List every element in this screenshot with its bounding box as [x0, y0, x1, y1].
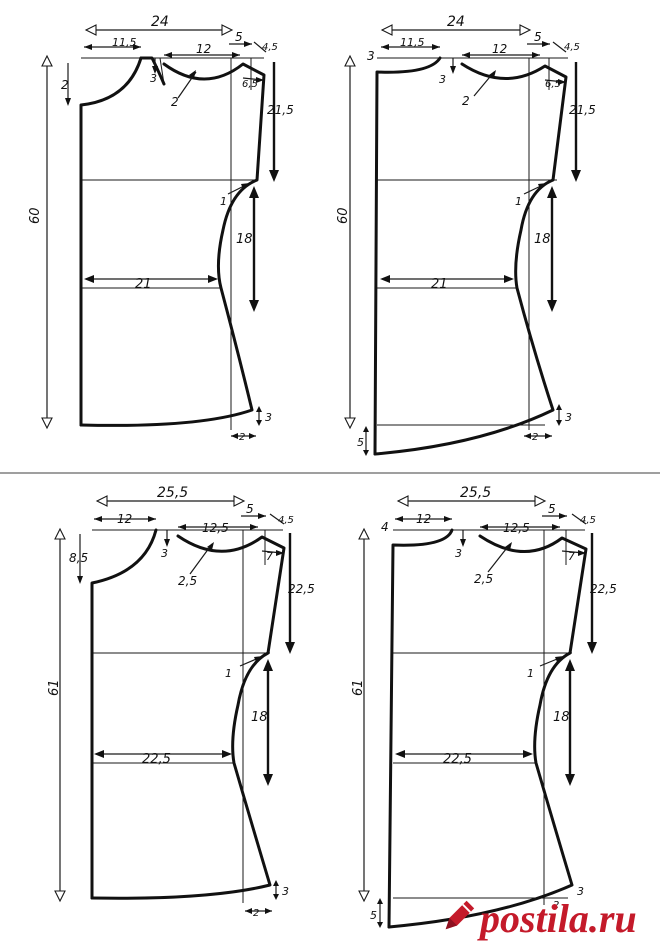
label-curve-depth: 3	[161, 547, 168, 560]
label-curve-depth: 3	[439, 73, 446, 86]
label-hem-rise: 3	[565, 411, 572, 424]
label-dart-depth: 2,5	[474, 572, 493, 586]
label-armhole-dart: 1	[220, 195, 227, 208]
label-shoulder-rise: 4,5	[278, 515, 294, 526]
label-armhole-height: 22,5	[590, 582, 617, 596]
label-curve-depth: 3	[150, 72, 157, 85]
label-armhole-height: 21,5	[569, 103, 596, 117]
label-neck-width: 12	[117, 512, 132, 526]
construction-lines	[92, 529, 283, 903]
label-shoulder-ext: 5	[246, 502, 254, 516]
label-shoulder-small: 6,5	[545, 79, 561, 90]
dimension-arrows	[344, 24, 581, 456]
dimension-labels: 24 11,5 2 3 12 2 5 4,5 6,5 21,5 1 18 21 …	[28, 14, 294, 443]
label-length: 60	[336, 207, 351, 224]
pattern-panel-bottom-right: 25,5 4 12 3 12,5 2,5 5 4,5 7 22,5 1 18 2…	[351, 485, 617, 929]
label-dart: 12	[492, 42, 507, 56]
label-shoulder-small: 6,5	[242, 79, 258, 90]
watermark: postila.ru	[444, 896, 637, 941]
dimension-arrows	[358, 495, 597, 928]
label-neck-drop: 3	[367, 49, 375, 63]
label-neck-depth: 8,5	[69, 551, 88, 565]
label-neck-width: 11,5	[112, 36, 137, 49]
label-shoulder-rise: 4,5	[262, 42, 278, 53]
label-armhole-dart: 1	[515, 195, 522, 208]
label-dart: 12,5	[503, 521, 530, 535]
label-armhole-dart: 1	[527, 667, 534, 680]
dimension-labels: 25,5 4 12 3 12,5 2,5 5 4,5 7 22,5 1 18 2…	[351, 485, 617, 922]
label-neck-width: 11,5	[400, 36, 425, 49]
label-shoulder-ext: 5	[534, 30, 542, 44]
label-shoulder-ext: 5	[548, 502, 556, 516]
label-shoulder-ext: 5	[235, 30, 243, 44]
label-hem-rise: 3	[577, 885, 584, 898]
label-neck-drop: 4	[381, 520, 389, 534]
label-length: 61	[351, 679, 366, 696]
label-neck-width: 12	[416, 512, 431, 526]
label-width-top: 25,5	[460, 485, 491, 501]
label-shoulder-small: 7	[266, 550, 273, 563]
label-neck-depth: 2	[61, 78, 69, 92]
construction-lines	[393, 529, 585, 905]
dimension-labels: 24 3 11,5 3 12 2 5 4,5 6,5 21,5 1 18 21 …	[336, 14, 596, 449]
construction-lines	[81, 57, 264, 430]
label-length: 60	[28, 207, 43, 224]
garment-outline	[373, 56, 568, 456]
label-dart-depth: 2	[462, 94, 470, 108]
label-width-top: 24	[151, 14, 169, 30]
garment-outline	[90, 528, 286, 900]
label-shoulder-small: 7	[568, 550, 575, 563]
label-hem-rise: 3	[282, 885, 289, 898]
label-hem-rise: 3	[265, 411, 272, 424]
label-length: 61	[47, 679, 62, 696]
label-armhole-dart: 1	[225, 667, 232, 680]
label-dart-depth: 2,5	[178, 574, 197, 588]
garment-outline	[79, 56, 266, 427]
dimension-arrows	[54, 495, 295, 914]
label-hem-drop: 5	[370, 909, 377, 922]
label-hem-offset: 2	[532, 432, 538, 443]
label-dart: 12	[196, 42, 211, 56]
dimension-arrows	[41, 24, 279, 439]
label-dart: 12,5	[202, 521, 229, 535]
label-armhole-height: 21,5	[267, 103, 294, 117]
label-hem-offset: 2	[239, 432, 245, 443]
label-hem-offset: 2	[553, 900, 559, 911]
label-hem-drop: 5	[357, 436, 364, 449]
label-curve-depth: 3	[455, 547, 462, 560]
pattern-panel-top-left: 24 11,5 2 3 12 2 5 4,5 6,5 21,5 1 18 21 …	[28, 14, 294, 443]
label-shoulder-rise: 4,5	[564, 42, 580, 53]
pattern-panel-top-right: 24 3 11,5 3 12 2 5 4,5 6,5 21,5 1 18 21 …	[336, 14, 596, 456]
label-waist: 21	[135, 277, 152, 292]
label-shoulder-rise: 4,5	[580, 515, 596, 526]
label-armhole-height: 22,5	[288, 582, 315, 596]
label-side-length: 18	[534, 232, 551, 247]
watermark-text: postila.ru	[477, 896, 637, 941]
label-dart-depth: 2	[171, 95, 179, 109]
label-waist: 21	[431, 277, 448, 292]
label-width-top: 24	[447, 14, 465, 30]
label-width-top: 25,5	[157, 485, 188, 501]
label-hem-offset: 2	[253, 908, 259, 919]
label-side-length: 18	[251, 710, 268, 725]
pattern-panel-bottom-left: 25,5 12 8,5 3 12,5 2,5 5 4,5 7 22,5 1 18…	[47, 485, 315, 919]
dimension-labels: 25,5 12 8,5 3 12,5 2,5 5 4,5 7 22,5 1 18…	[47, 485, 315, 919]
label-waist: 22,5	[443, 752, 472, 767]
garment-outline	[387, 528, 588, 929]
label-side-length: 18	[236, 232, 253, 247]
label-side-length: 18	[553, 710, 570, 725]
label-waist: 22,5	[142, 752, 171, 767]
